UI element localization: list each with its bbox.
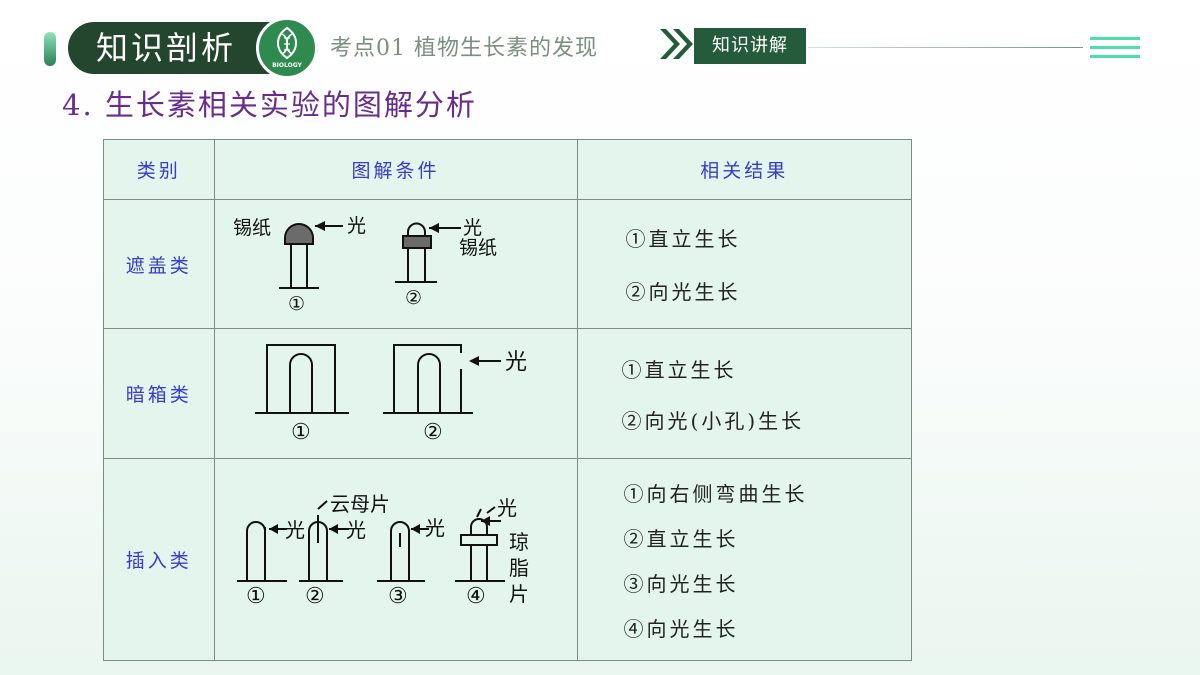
result-item: ②直立生长	[623, 526, 739, 551]
header-diagram: 图解条件	[213, 139, 578, 200]
foil-label: 锡纸	[233, 217, 271, 239]
light-label: 光	[497, 496, 517, 520]
foil-label: 锡纸	[459, 237, 497, 259]
header-accent-pill	[44, 32, 56, 66]
logo-caption: BIOLOGY	[272, 62, 302, 69]
result-cell: ①向右侧弯曲生长 ②直立生长 ③向光生长 ④向光生长	[576, 458, 913, 661]
topic-title: 考点01 植物生长素的发现	[330, 36, 598, 61]
light-label: 光	[463, 217, 482, 239]
table-row: 暗箱类 光 ① ②	[103, 328, 913, 459]
mica-label: 云母片	[330, 492, 390, 516]
result-item: ④向光生长	[623, 616, 739, 641]
light-label: 光	[346, 518, 366, 542]
diagram-cell: 光 ① ②	[213, 328, 578, 459]
agar-label: 琼	[509, 530, 529, 554]
double-chevron-icon	[660, 29, 693, 59]
result-item: ①向右侧弯曲生长	[623, 481, 808, 506]
diagram-cell: 锡纸 光 光 锡纸 ① ②	[213, 199, 578, 329]
insertion-diagram: 云母片 光 光 光 光 琼 脂 片 ① ② ③ ④	[236, 492, 529, 609]
table-header-row: 类别 图解条件 相关结果	[103, 139, 913, 200]
number-label: ③	[388, 584, 408, 609]
dark-box-diagram: 光 ① ②	[254, 344, 527, 445]
number-label: ①	[291, 420, 311, 445]
number-label: ②	[405, 287, 422, 309]
category-cell: 暗箱类	[103, 328, 215, 459]
header-category: 类别	[103, 139, 215, 200]
number-label: ②	[423, 420, 443, 445]
number-label: ①	[246, 584, 266, 609]
header-result: 相关结果	[576, 139, 913, 200]
light-label: 光	[425, 516, 445, 540]
light-label: 光	[347, 215, 366, 237]
category-cell: 遮盖类	[103, 199, 215, 329]
result-item: ②向光生长	[625, 280, 741, 304]
covering-diagram: 锡纸 光 光 锡纸 ① ②	[233, 215, 497, 315]
menu-icon[interactable]	[1090, 37, 1140, 61]
category-cell: 插入类	[103, 458, 215, 661]
result-item: ①直立生长	[625, 227, 741, 251]
light-label: 光	[285, 518, 305, 542]
header-badge-title: 知识剖析	[96, 29, 237, 67]
result-item: ③向光生长	[623, 571, 739, 596]
section-title: 4. 生长素相关实验的图解分析	[62, 88, 477, 122]
header-divider	[808, 47, 1083, 48]
section-tag: 知识讲解	[694, 28, 806, 64]
agar-label: 片	[509, 582, 529, 606]
light-label: 光	[505, 350, 527, 375]
diagram-cell: 云母片 光 光 光 光 琼 脂 片 ① ② ③ ④	[213, 458, 578, 661]
result-item: ②向光(小孔)生长	[621, 408, 805, 433]
table-row: 遮盖类	[103, 199, 913, 329]
number-label: ①	[288, 293, 305, 315]
table-row: 插入类	[103, 458, 913, 661]
result-item: ①直立生长	[621, 357, 737, 382]
agar-label: 脂	[509, 556, 529, 580]
number-label: ④	[466, 584, 486, 609]
experiment-table: 类别 图解条件 相关结果 遮盖类	[103, 139, 913, 661]
dna-leaf-icon: BIOLOGY	[256, 17, 318, 79]
result-cell: ①直立生长 ②向光生长	[576, 199, 913, 329]
number-label: ②	[305, 584, 325, 609]
result-cell: ①直立生长 ②向光(小孔)生长	[576, 328, 913, 459]
